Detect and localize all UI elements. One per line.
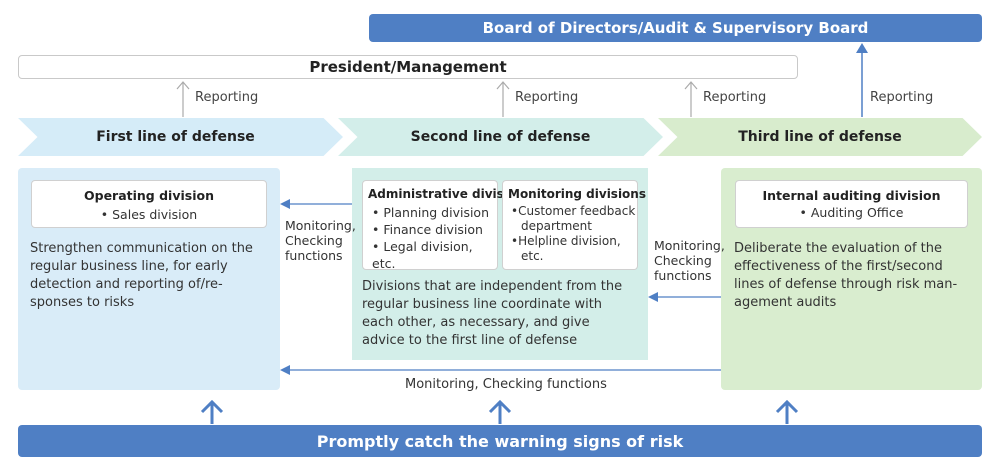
monitoring-label-left: Monitoring, Checking functions xyxy=(285,218,356,263)
second-line-of-defense-chevron: Second line of defense xyxy=(338,118,663,156)
monitoring-item: •Customer feedback xyxy=(511,204,636,218)
second-desc-line: regular business line coordinate with xyxy=(362,297,603,312)
monitoring-divisions-box: Monitoring divisions •Customer feedback … xyxy=(502,180,646,270)
monitoring-item: department xyxy=(521,219,592,233)
monitoring-label-line: functions xyxy=(654,268,712,283)
monitoring-arrow-right xyxy=(648,292,721,302)
monitoring-label-line: Monitoring, xyxy=(285,218,356,233)
third-desc-line: lines of defense through risk man- xyxy=(734,277,958,292)
second-desc-line: Divisions that are independent from the xyxy=(362,279,623,294)
admin-item: • Finance division xyxy=(372,222,483,237)
monitoring-label-line: functions xyxy=(285,248,343,263)
up-arrow-second xyxy=(488,399,512,424)
up-arrow-third xyxy=(775,399,799,424)
first-line-of-defense-chevron: First line of defense xyxy=(18,118,343,156)
reporting-label-third-to-management: Reporting xyxy=(703,90,767,105)
internal-auditing-division-title: Internal auditing division xyxy=(762,188,941,203)
reporting-label-third-to-board: Reporting xyxy=(870,90,934,105)
operating-division-title: Operating division xyxy=(84,188,214,203)
monitoring-item: •Helpline division, xyxy=(511,234,621,248)
administrative-divisions-box: Administrative divisions • Planning divi… xyxy=(362,180,532,271)
third-desc-line: effectiveness of the first/second xyxy=(734,259,943,274)
reporting-label-second: Reporting xyxy=(515,90,579,105)
reporting-arrow-board xyxy=(856,43,868,117)
first-line-label: First line of defense xyxy=(96,129,255,145)
monitoring-item: etc. xyxy=(521,249,544,263)
third-line-description: Deliberate the evaluation of the effecti… xyxy=(734,240,979,312)
admin-item: • Planning division xyxy=(372,205,489,220)
monitoring-divisions-title: Monitoring divisions xyxy=(508,187,646,201)
admin-item: • Legal division, etc. xyxy=(372,239,473,271)
reporting-label-first: Reporting xyxy=(195,90,259,105)
first-desc-line: detection and reporting of/re- xyxy=(30,277,223,292)
third-desc-line: Deliberate the evaluation of the xyxy=(734,241,942,256)
second-line-description: Divisions that are independent from the … xyxy=(362,278,644,350)
first-line-description: Strengthen communication on the regular … xyxy=(30,240,275,312)
reporting-arrow-first xyxy=(176,81,190,117)
operating-division-item: • Sales division xyxy=(100,207,198,222)
second-line-label: Second line of defense xyxy=(410,129,591,145)
third-line-of-defense-chevron: Third line of defense xyxy=(658,118,982,156)
first-desc-line: regular business line, for early xyxy=(30,259,228,274)
internal-auditing-division-box: Internal auditing division • Auditing Of… xyxy=(735,180,968,228)
second-desc-line: each other, as necessary, and give xyxy=(362,315,590,330)
monitoring-arrow-left xyxy=(280,199,352,209)
monitoring-label-right: Monitoring, Checking functions xyxy=(654,238,725,283)
second-desc-line: advice to the first line of defense xyxy=(362,333,578,348)
first-desc-line: sponses to risks xyxy=(30,295,135,310)
first-desc-line: Strengthen communication on the xyxy=(30,241,253,256)
monitoring-label-line: Checking xyxy=(285,233,343,248)
up-arrow-first xyxy=(200,399,224,424)
third-line-label: Third line of defense xyxy=(738,129,902,145)
board-of-directors-bar: Board of Directors/Audit & Supervisory B… xyxy=(369,14,982,42)
internal-auditing-division-item: • Auditing Office xyxy=(799,205,904,220)
third-desc-line: agement audits xyxy=(734,295,837,310)
administrative-divisions-title: Administrative divisions xyxy=(368,187,532,201)
monitoring-label-line: Monitoring, xyxy=(654,238,725,253)
reporting-arrow-third xyxy=(684,81,698,117)
monitoring-label-bottom: Monitoring, Checking functions xyxy=(405,377,607,392)
monitoring-label-line: Checking xyxy=(654,253,712,268)
monitoring-arrow-bottom xyxy=(280,365,721,375)
warning-signs-bar: Promptly catch the warning signs of risk xyxy=(18,425,982,457)
reporting-arrow-second xyxy=(496,81,510,117)
operating-division-box: Operating division • Sales division xyxy=(31,180,267,228)
president-management-bar: President/Management xyxy=(18,55,798,79)
